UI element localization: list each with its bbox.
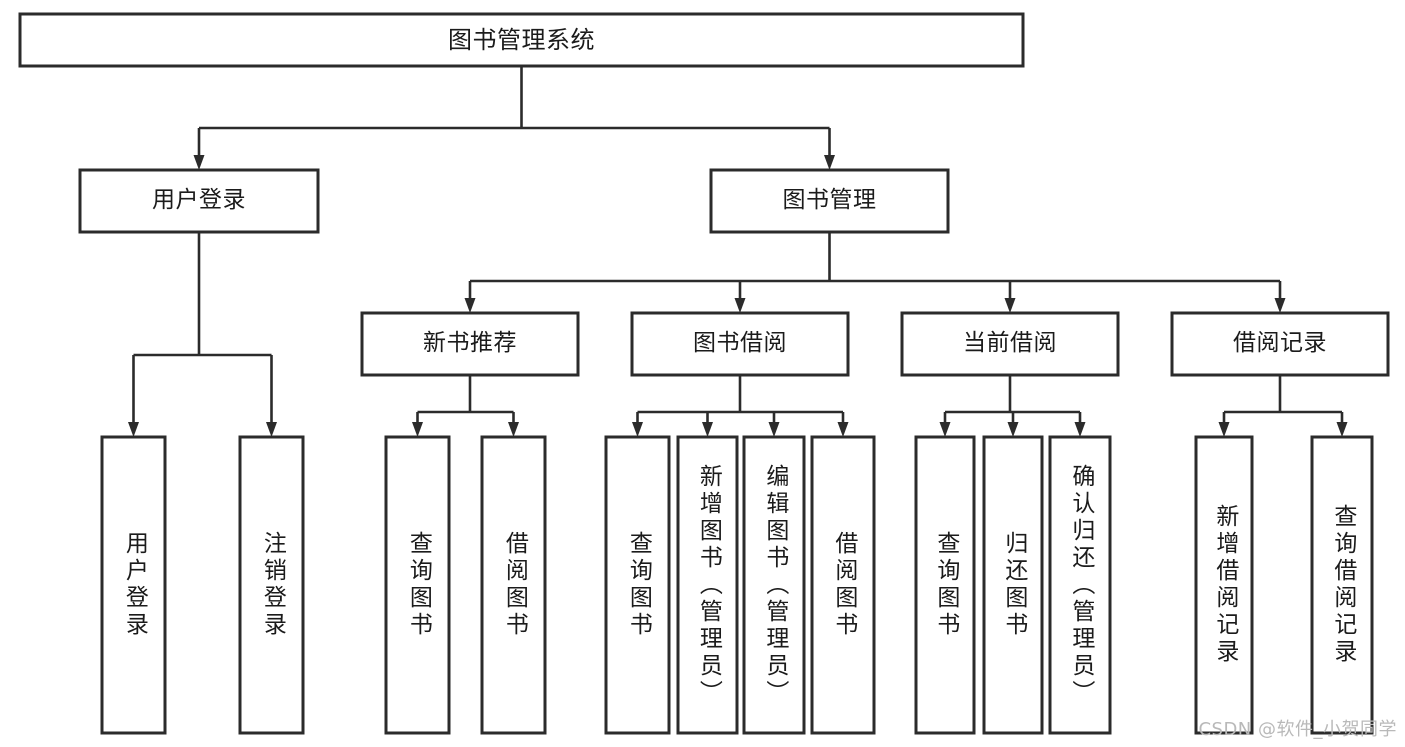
edge-arrow-borrow-records — [1274, 298, 1286, 313]
edge-arrow-user-login — [193, 155, 205, 170]
edge-arrow-leaf-borrow-book-recommend — [508, 422, 519, 437]
node-box-leaf-query-book-borrow[interactable] — [604, 435, 671, 735]
edge-arrow-leaf-query-book-recommend — [412, 422, 423, 437]
node-box-leaf-borrow-book-recommend[interactable] — [480, 435, 547, 735]
edge-arrow-leaf-query-borrow-record — [1336, 422, 1348, 437]
node-box-leaf-borrow-book[interactable] — [810, 435, 876, 735]
edge-arrow-leaf-add-book — [702, 422, 713, 437]
node-box-leaf-logout[interactable] — [238, 435, 305, 735]
edge-arrow-leaf-return-book — [1007, 422, 1019, 437]
edge-arrow-leaf-query-book-current — [939, 422, 951, 437]
node-box-leaf-return-book[interactable] — [982, 435, 1044, 735]
connectors-layer — [128, 66, 1348, 437]
node-box-book-borrow[interactable] — [630, 311, 850, 377]
node-box-leaf-query-borrow-record[interactable] — [1310, 435, 1374, 735]
edge-arrow-leaf-borrow-book — [837, 422, 849, 437]
node-box-leaf-add-borrow-record[interactable] — [1194, 435, 1254, 735]
node-box-leaf-user-login[interactable] — [100, 435, 167, 735]
node-box-user-login[interactable] — [78, 168, 320, 234]
edge-arrow-leaf-confirm-return — [1074, 422, 1086, 437]
edge-arrow-leaf-edit-book — [768, 422, 780, 437]
edge-arrow-current-borrow — [1004, 298, 1016, 313]
node-box-leaf-confirm-return[interactable] — [1048, 435, 1112, 735]
node-box-leaf-query-book-current[interactable] — [914, 435, 976, 735]
node-box-leaf-add-book[interactable] — [676, 435, 739, 735]
node-box-borrow-records[interactable] — [1170, 311, 1390, 377]
edge-arrow-book-management — [824, 155, 835, 170]
boxes-layer — [18, 12, 1390, 735]
edge-arrow-leaf-logout — [266, 422, 277, 437]
edge-arrow-leaf-add-borrow-record — [1218, 422, 1230, 437]
node-box-leaf-edit-book[interactable] — [742, 435, 806, 735]
edge-arrow-new-book-recommend — [464, 298, 476, 313]
node-box-new-book-recommend[interactable] — [360, 311, 580, 377]
edge-arrow-leaf-query-book-borrow — [632, 422, 643, 437]
node-box-book-management[interactable] — [709, 168, 950, 234]
node-box-leaf-query-book-recommend[interactable] — [384, 435, 451, 735]
node-box-current-borrow[interactable] — [900, 311, 1120, 377]
edge-arrow-leaf-user-login — [128, 422, 139, 437]
node-box-root[interactable] — [18, 12, 1025, 68]
edge-arrow-book-borrow — [734, 298, 746, 313]
csdn-watermark: CSDN @软件_小贺同学 — [1198, 719, 1397, 740]
